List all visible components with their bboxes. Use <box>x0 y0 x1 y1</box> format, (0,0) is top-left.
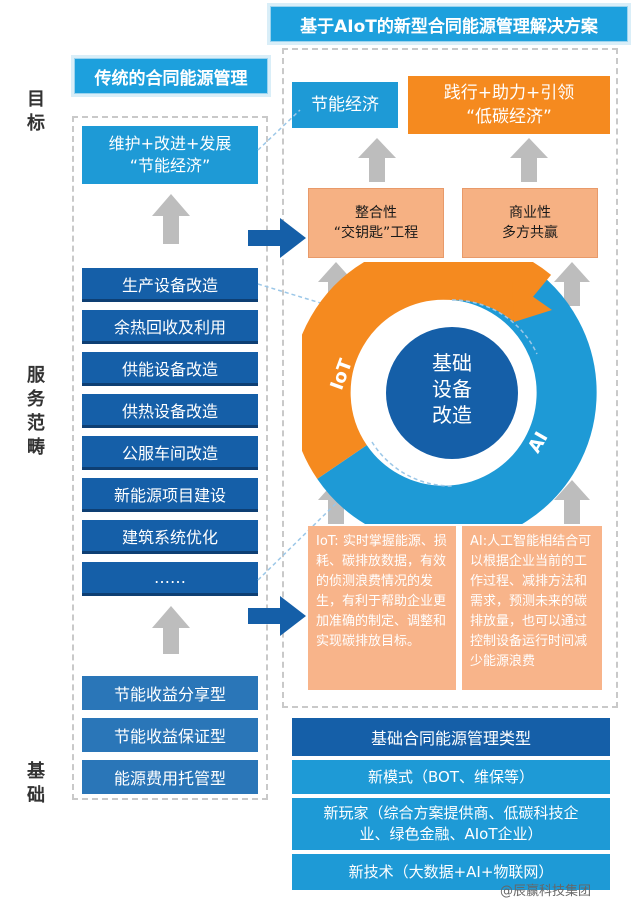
right-arrow-icon <box>248 218 306 258</box>
left-goal-box: 维护+改进+发展“节能经济” <box>82 126 258 184</box>
base-item: 能源费用托管型 <box>82 760 258 794</box>
service-item: 公服车间改造 <box>82 436 258 470</box>
integration-box: 整合性“交钥匙”工程 <box>308 188 444 258</box>
right-frame <box>282 48 618 708</box>
base-item: 节能收益保证型 <box>82 718 258 752</box>
base-row-tech: 新技术（大数据+AI+物联网） <box>292 854 610 890</box>
up-arrow-icon <box>152 194 190 244</box>
service-item: …… <box>82 562 258 596</box>
goal-energy-economy: 节能经济 <box>292 82 398 128</box>
side-label-base: 基础 <box>27 761 45 806</box>
base-header: 基础合同能源管理类型 <box>292 718 610 756</box>
right-title: 基于AIoT的新型合同能源管理解决方案 <box>270 6 628 42</box>
service-item: 供热设备改造 <box>82 394 258 428</box>
left-frame <box>72 116 268 800</box>
base-item: 节能收益分享型 <box>82 676 258 710</box>
circle-center-text: 基础 设备 改造 <box>432 351 472 427</box>
up-arrow-icon <box>152 606 190 654</box>
service-item: 供能设备改造 <box>82 352 258 386</box>
commercial-box: 商业性多方共赢 <box>462 188 598 258</box>
up-arrow-icon <box>554 480 590 524</box>
up-arrow-icon <box>554 262 590 306</box>
up-arrow-icon <box>510 138 548 182</box>
base-row-players: 新玩家（综合方案提供商、低碳科技企业、绿色金融、AIoT企业） <box>292 798 610 850</box>
right-arrow-icon <box>248 596 306 636</box>
service-item: 余热回收及利用 <box>82 310 258 344</box>
iot-description: IoT: 实时掌握能源、损耗、碳排放数据，有效的侦测浪费情况的发生，有利于帮助企… <box>308 526 456 690</box>
side-label-goal: 目标 <box>27 89 45 134</box>
service-item: 建筑系统优化 <box>82 520 258 554</box>
ai-description: AI:人工智能相结合可以根据企业当前的工作过程、减排方法和需求，预测未来的碳排放… <box>462 526 602 690</box>
service-item: 新能源项目建设 <box>82 478 258 512</box>
up-arrow-icon <box>358 138 396 182</box>
goal-low-carbon: 践行+助力+引领“低碳经济” <box>408 76 610 134</box>
watermark: @辰赢科技集团 <box>500 884 592 899</box>
aiot-ring <box>302 262 597 524</box>
left-title: 传统的合同能源管理 <box>74 58 268 94</box>
side-label-service: 服务 范畴 <box>27 365 45 458</box>
service-item: 生产设备改造 <box>82 268 258 302</box>
base-row-model: 新模式（BOT、维保等） <box>292 760 610 794</box>
